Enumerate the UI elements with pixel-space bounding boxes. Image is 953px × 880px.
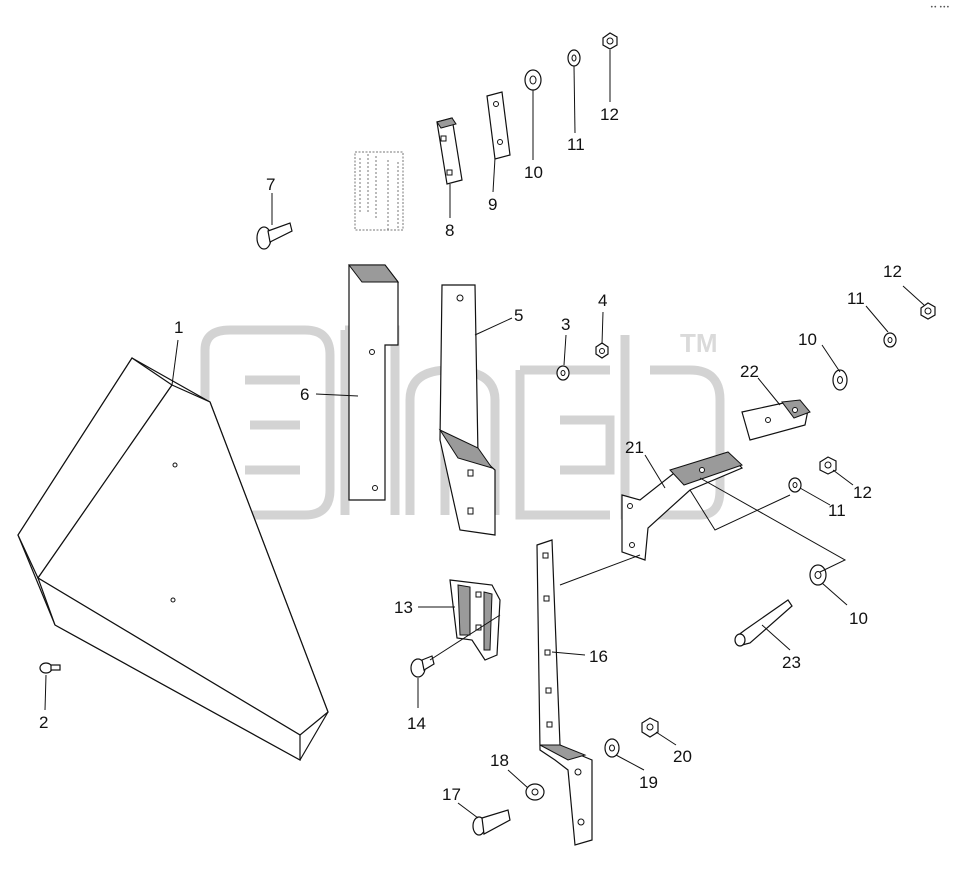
callout-19: 19: [639, 773, 658, 792]
callout-17: 17: [442, 785, 461, 804]
watermark-trademark: TM: [680, 328, 718, 358]
part-19-washer: [604, 738, 620, 758]
part-23-long-bolt: [734, 599, 793, 647]
part-7-bolt: [256, 222, 293, 250]
part-10-washer-right-top: [832, 369, 848, 391]
part-11-washer-top: [567, 49, 581, 67]
part-12-nut-right-mid: [819, 456, 837, 475]
callout-8: 8: [445, 221, 454, 240]
part-11-washer-right-mid: [788, 477, 802, 493]
corner-mark: •• •••: [930, 4, 950, 11]
callout-18: 18: [490, 751, 509, 770]
callout-12-right-top: 12: [883, 262, 902, 281]
part-4-nut: [595, 342, 609, 359]
callout-10-right-top: 10: [798, 330, 817, 349]
part-9-link-plate: [486, 91, 511, 160]
callout-20: 20: [673, 747, 692, 766]
callout-1: 1: [174, 318, 183, 337]
callout-10-top: 10: [524, 163, 543, 182]
callout-9: 9: [488, 195, 497, 214]
callout-11-top: 11: [567, 135, 585, 154]
leader-lines: [44, 50, 925, 819]
part-18-washer: [525, 783, 545, 801]
part-12-nut-right-top: [920, 302, 936, 320]
callout-21: 21: [625, 438, 644, 457]
callout-10-right-low: 10: [849, 609, 868, 628]
part-21-mounting-bracket: [621, 451, 744, 561]
callout-2: 2: [39, 713, 48, 732]
callout-4: 4: [598, 291, 607, 310]
callout-6: 6: [300, 385, 309, 404]
part-20-nut: [641, 717, 659, 738]
callout-23: 23: [782, 653, 801, 672]
part-13-channel-clip: [449, 579, 501, 661]
part-6-long-plate: [347, 264, 400, 501]
callout-12-right-mid: 12: [853, 483, 872, 502]
part-17-bolt: [472, 809, 511, 836]
part-5-bent-plate: [438, 284, 496, 536]
part-11-washer-right-top: [883, 332, 897, 348]
part-3-washer: [556, 365, 570, 381]
callout-22: 22: [740, 362, 759, 381]
spring-clip: [354, 151, 404, 231]
callout-3: 3: [561, 315, 570, 334]
callout-16: 16: [589, 647, 608, 666]
assembly-centerlines: [429, 477, 847, 661]
part-22-angle-bracket: [741, 399, 811, 441]
part-16-offset-strap: [536, 539, 593, 846]
part-8-block-plate: [436, 117, 463, 185]
callout-13: 13: [394, 598, 413, 617]
part-10-washer-top: [524, 69, 542, 91]
callout-7: 7: [266, 175, 275, 194]
part-1-triangle-sign: [17, 357, 329, 762]
callout-11-right-top: 11: [847, 289, 865, 308]
callout-14: 14: [407, 714, 426, 733]
callout-12-top: 12: [600, 105, 619, 124]
callout-5: 5: [514, 306, 523, 325]
part-10-washer-right-low: [809, 564, 827, 586]
part-14-bolt: [410, 655, 435, 678]
part-2-screw: [39, 662, 61, 674]
callout-labels: 1 2 3 4 5 6 7 8 9 10 11 12 10 11 12 11 1…: [39, 105, 902, 804]
callout-11-right-mid: 11: [828, 501, 846, 520]
part-12-nut-top: [602, 32, 618, 50]
